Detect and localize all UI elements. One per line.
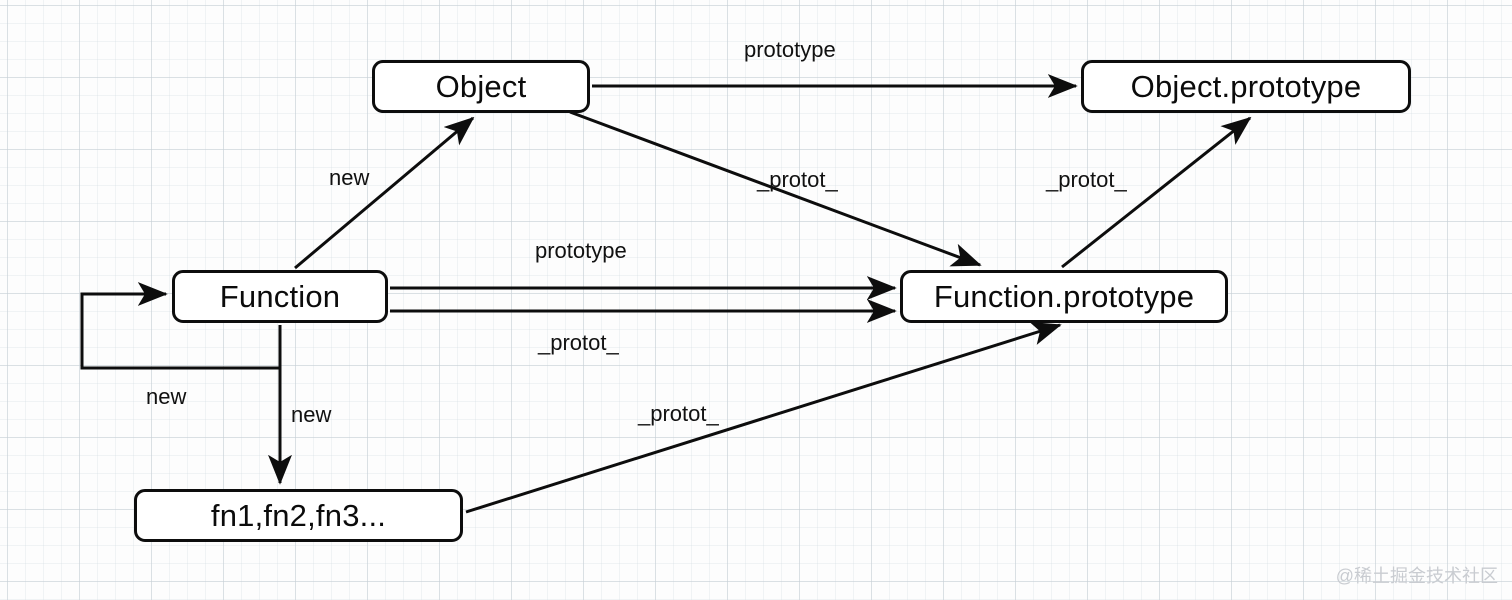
edge-label-object-to-function-prototype: _protot_	[757, 167, 838, 192]
edge-function-to-object	[294, 116, 475, 270]
edge-label-function-to-object: new	[329, 165, 370, 190]
edge-label-function-to-fns: new	[291, 402, 332, 427]
edge-label-function-prototype-to-object-prototype: _protot_	[1046, 167, 1127, 192]
edge-label-fns-to-function-prototype: _protot_	[638, 401, 719, 426]
node-object-prototype-label: Object.prototype	[1130, 68, 1362, 104]
edge-label-function-self-new: new	[146, 384, 187, 409]
node-function[interactable]: Function	[172, 270, 388, 323]
edge-label-object-to-object-prototype: prototype	[744, 37, 836, 62]
edge-label-function-to-function-prototype-dunder: _protot_	[538, 330, 619, 355]
node-function-prototype[interactable]: Function.prototype	[900, 270, 1228, 323]
edge-function-prototype-to-object-prototype	[1061, 116, 1252, 269]
node-function-label: Function	[219, 278, 341, 314]
edge-fns-to-function-prototype	[465, 322, 1062, 514]
edge-object-to-function-prototype	[569, 110, 982, 267]
watermark: @稀土掘金技术社区	[1335, 566, 1498, 586]
node-object-label: Object	[435, 68, 527, 104]
node-object-prototype[interactable]: Object.prototype	[1081, 60, 1411, 113]
node-fns-label: fn1,fn2,fn3...	[210, 497, 387, 533]
node-object[interactable]: Object	[372, 60, 590, 113]
edge-label-function-to-function-prototype-proto: prototype	[535, 238, 627, 263]
node-function-prototype-label: Function.prototype	[933, 278, 1195, 314]
node-fns[interactable]: fn1,fn2,fn3...	[134, 489, 463, 542]
